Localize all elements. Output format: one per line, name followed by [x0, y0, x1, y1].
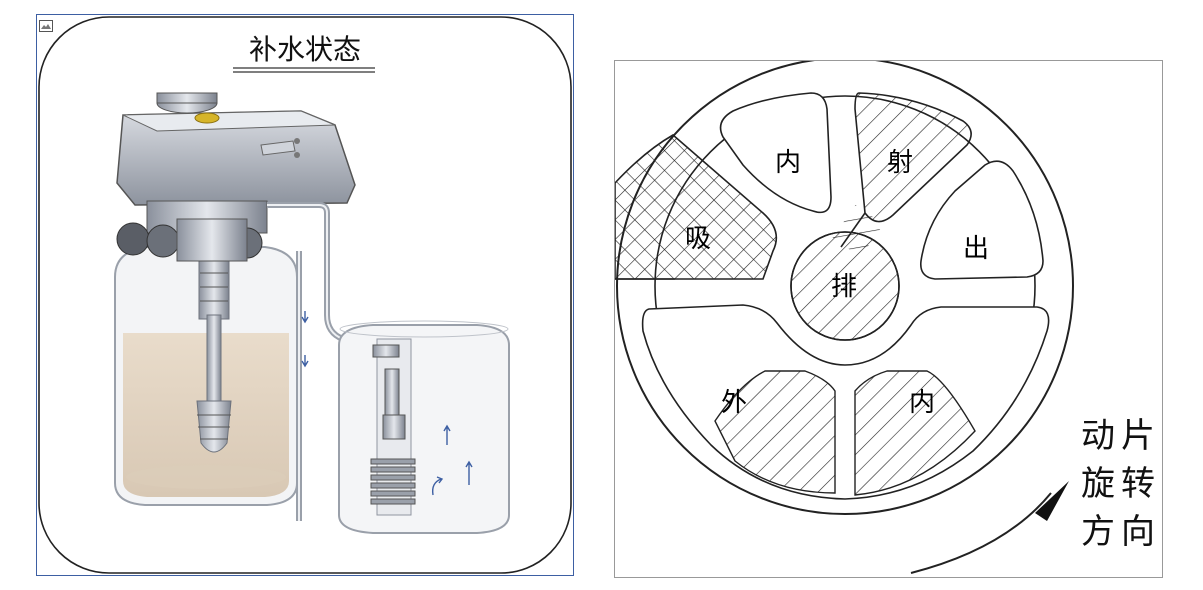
- panel-title: 补水状态: [249, 33, 361, 66]
- label-inner-top: 内: [775, 148, 801, 178]
- label-inner-bottom: 内: [909, 388, 935, 418]
- control-valve: [116, 92, 356, 262]
- flow-arrow-up: [443, 424, 451, 445]
- rotation-char: 向: [1121, 512, 1155, 552]
- zone-outer: [714, 370, 836, 494]
- rotation-arrow: [910, 492, 1052, 574]
- suck-zone: [614, 134, 778, 280]
- label-outer: 外: [721, 388, 747, 418]
- port-jet: [854, 92, 972, 223]
- port-inner-top: [719, 92, 832, 214]
- label-jet: 射: [887, 148, 913, 178]
- valve-disc-diagram-frame: 内 射 出 吸 排 外 内 片 转 向 动 旋 方: [614, 57, 1163, 578]
- rotation-char: 旋: [1081, 464, 1115, 504]
- refill-illustration: 补水状态: [38, 16, 572, 574]
- rotation-char: 片: [1121, 416, 1155, 456]
- rotation-arrowhead: [1035, 481, 1069, 521]
- rotation-char: 转: [1121, 464, 1155, 504]
- label-suck: 吸: [685, 224, 711, 254]
- rounded-frame: [38, 16, 572, 574]
- port-out: [919, 160, 1044, 280]
- brine-cabinet: [338, 320, 510, 534]
- valve-disc-diagram: 内 射 出 吸 排 外 内 片 转 向 动 旋 方: [614, 57, 1155, 574]
- rotation-char: 动: [1081, 416, 1115, 456]
- rotation-char: 方: [1081, 512, 1115, 552]
- riser-assembly: [196, 258, 232, 453]
- image-placeholder-icon: [39, 17, 53, 32]
- label-drain: 排: [831, 272, 857, 302]
- flow-arrow-down: [301, 311, 309, 324]
- rotation-label: 片 转 向 动 旋 方: [1081, 416, 1155, 552]
- label-out: 出: [963, 234, 989, 264]
- zone-inner-bottom: [854, 370, 976, 496]
- refill-illustration-frame: 补水状态: [36, 14, 574, 576]
